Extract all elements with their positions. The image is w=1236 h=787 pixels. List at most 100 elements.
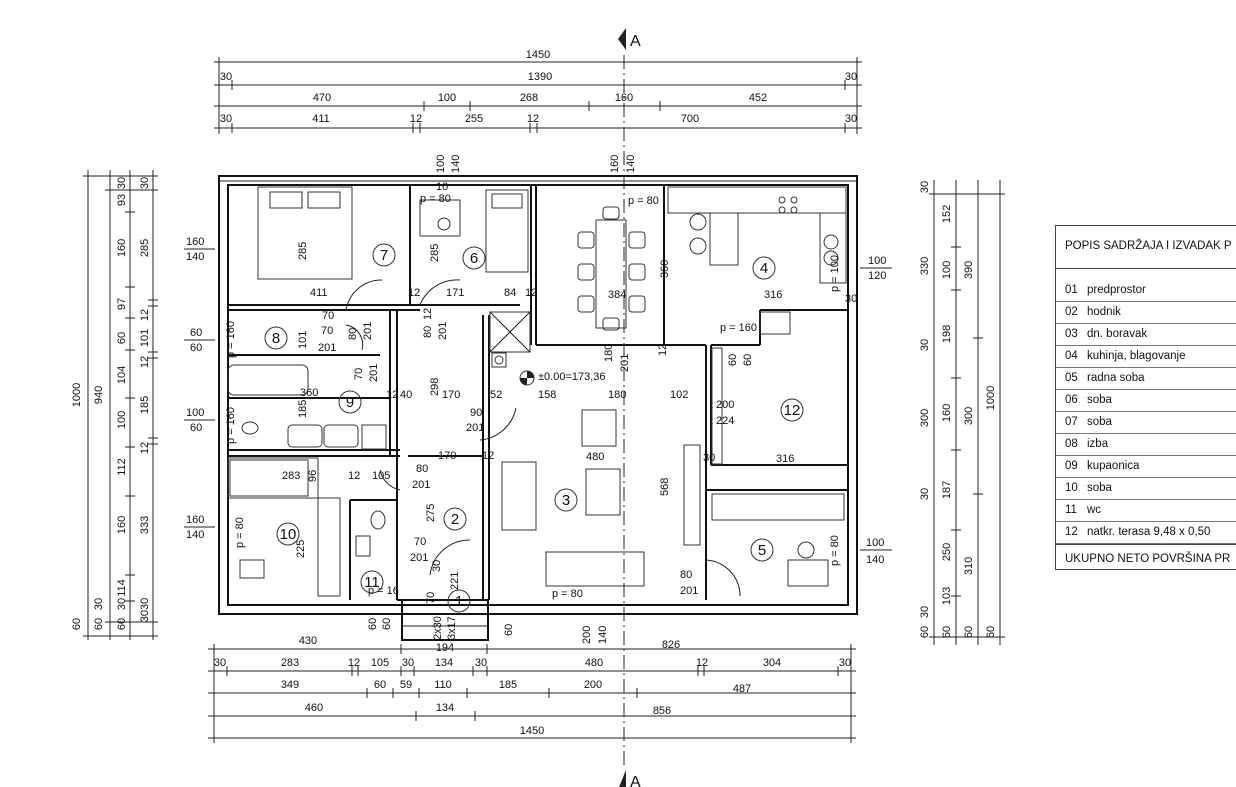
dim-text: 12 [139,442,151,454]
dim-text: 80 [347,328,359,340]
legend-number: 03 [1065,328,1078,340]
dim-text: 194 [436,642,454,654]
dim-text: 470 [313,92,331,104]
dim-text: 298 [429,378,441,396]
dim-text: 100 [941,261,953,279]
desk-icon [419,199,461,237]
dim-text: 12 [348,470,360,482]
dim-text: 1000 [71,383,83,407]
dim-text: 60 [93,618,105,630]
dim-text: 80 [680,569,692,581]
legend-number: 07 [1065,416,1078,428]
dim-text: 100 [438,92,456,104]
dim-text: 140 [625,155,637,173]
door-swing [345,279,383,311]
room-number-11: 11 [364,574,380,591]
bed-icon [317,497,341,597]
dim-text: 30 [402,657,414,669]
dim-text: 120 [868,270,886,282]
dim-text: 100 [186,407,204,419]
dim-text: 201 [466,422,484,434]
dim-text: 60 [374,679,386,691]
interior-labels: p = 160 p = 160 p = 80 p = 80 p = 100 p … [225,181,857,640]
dim-text: 40 [400,389,412,401]
opening-label: p = 160 [225,321,237,358]
armchair-icon [581,409,617,447]
dim-text: 30 [919,181,931,193]
dim-text: 101 [297,331,309,349]
dim-text: 856 [653,705,671,717]
door-swing [429,539,471,576]
shelf-icon [711,493,845,521]
dim-text: 225 [295,540,307,558]
dim-text: 2x30 [432,616,444,640]
dim-text: 105 [371,657,389,669]
dim-text: 30 [139,177,151,189]
kitchen-island-icon [709,212,739,266]
dim-text: 171 [446,287,464,299]
legend-room-name: radna soba [1087,372,1145,384]
dim-text: 3x17 [446,616,458,640]
dim-text: 70 [321,325,333,337]
bottom-dimensions: 430 826 194 30 283 12 105 30 134 30 480 … [208,635,856,743]
dim-text: 187 [941,481,953,499]
legend-gap [1056,269,1236,280]
toilet-icon [370,510,386,530]
opening-label: p = 160 [225,407,237,444]
opening-label: p = 80 [234,517,246,548]
room-number-8: 8 [272,330,280,347]
legend-room-name: predprostor [1087,284,1146,296]
dim-text: 90 [470,407,482,419]
bathtub-icon [227,364,309,396]
wardrobe-icon [229,459,309,497]
dim-text: 430 [299,635,317,647]
door-swing [345,324,364,351]
entrance-steps [401,599,489,641]
dim-text: 255 [465,113,483,125]
dim-text: 221 [449,572,461,590]
dim-top-total: 1450 [526,49,550,61]
dim-text: 70 [322,310,334,322]
dim-text: 30 [839,657,851,669]
legend-total: UKUPNO NETO POVRŠINA PR [1056,544,1236,569]
dim-text: 60 [919,626,931,638]
dim-text: 316 [764,289,782,301]
dim-text: 316 [776,453,794,465]
shaft [489,311,531,353]
room-number-3: 3 [562,492,570,509]
dim-text: 283 [281,657,299,669]
dim-text: 60 [190,342,202,354]
door-swing [479,407,517,441]
legend-room-name: natkr. terasa 9,48 x 0,50 [1087,526,1211,538]
dim-text: 304 [763,657,781,669]
legend-room-name: kuhinja, blagovanje [1087,350,1186,362]
dim-text: 201 [680,585,698,597]
dim-text: 70 [425,592,437,604]
dim-text: 60 [71,618,83,630]
dim-text: 112 [116,458,128,476]
dim-text: 201 [410,552,428,564]
dim-text: 30 [214,657,226,669]
dim-text: 200 [581,626,593,644]
dim-text: 12 [139,356,151,368]
room-numbers: 7 6 4 8 9 12 3 2 10 5 11 1 [264,243,804,613]
tv-cabinet-icon [683,444,701,546]
dim-text: 158 [538,389,556,401]
room-number-5: 5 [758,542,766,559]
dim-text: 170 [442,389,460,401]
inner-wall-outline [227,184,849,606]
dim-text: 285 [297,242,309,260]
room-number-4: 4 [760,260,768,277]
dim-text: 12 [348,657,360,669]
furniture [229,186,847,597]
opening-label: p = 80 [420,193,451,205]
legend-number: 10 [1065,482,1078,494]
dim-text: 100 [868,255,886,267]
dim-text: 105 [372,470,390,482]
dim-text: 60 [116,332,128,344]
desk-icon [787,559,829,587]
dim-text: 283 [282,470,300,482]
dim-text: 185 [499,679,517,691]
